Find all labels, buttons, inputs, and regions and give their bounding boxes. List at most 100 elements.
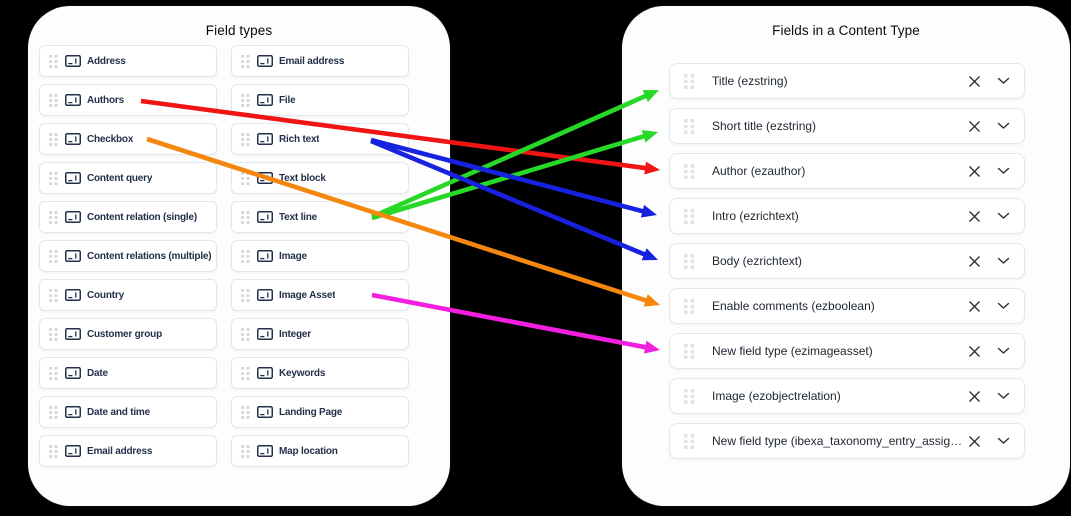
remove-field-icon[interactable] [966,343,983,360]
field-type-card[interactable]: Image [231,240,409,272]
field-row-label: New field type (ibexa_taxonomy_entry_ass… [712,434,966,448]
field-type-label: Rich text [279,133,320,145]
drag-handle-icon[interactable] [49,327,58,341]
drag-handle-icon[interactable] [49,444,58,458]
remove-field-icon[interactable] [966,298,983,315]
chevron-down-icon[interactable] [995,210,1012,222]
remove-field-icon[interactable] [966,433,983,450]
drag-handle-icon[interactable] [241,132,250,146]
field-type-label: Image [279,250,307,262]
drag-handle-icon[interactable] [241,171,250,185]
chevron-down-icon[interactable] [995,255,1012,267]
field-input-icon [257,172,273,184]
drag-handle-icon[interactable] [684,298,695,314]
drag-handle-icon[interactable] [241,288,250,302]
field-input-icon [257,289,273,301]
field-type-card[interactable]: Landing Page [231,396,409,428]
chevron-down-icon[interactable] [995,390,1012,402]
field-type-card[interactable]: Text line [231,201,409,233]
content-type-field-row[interactable]: Title (ezstring) [669,63,1025,99]
field-input-icon [257,406,273,418]
chevron-down-icon[interactable] [995,345,1012,357]
field-type-card[interactable]: Email address [231,45,409,77]
field-type-card[interactable]: Email address [39,435,217,467]
remove-field-icon[interactable] [966,73,983,90]
drag-handle-icon[interactable] [49,249,58,263]
field-type-label: Date and time [87,406,150,418]
remove-field-icon[interactable] [966,118,983,135]
field-input-icon [257,211,273,223]
field-type-card[interactable]: Address [39,45,217,77]
drag-handle-icon[interactable] [684,73,695,89]
field-types-panel: Field types Address [28,6,450,506]
field-row-label: Image (ezobjectrelation) [712,389,841,403]
chevron-down-icon[interactable] [995,435,1012,447]
drag-handle-icon[interactable] [684,163,695,179]
content-type-field-row[interactable]: New field type (ibexa_taxonomy_entry_ass… [669,423,1025,459]
field-type-card[interactable]: Keywords [231,357,409,389]
drag-handle-icon[interactable] [684,118,695,134]
field-type-label: Content query [87,172,153,184]
drag-handle-icon[interactable] [684,343,695,359]
remove-field-icon[interactable] [966,163,983,180]
content-type-field-row[interactable]: Enable comments (ezboolean) [669,288,1025,324]
drag-handle-icon[interactable] [49,288,58,302]
chevron-down-icon[interactable] [995,300,1012,312]
field-input-icon [257,133,273,145]
field-type-label: Address [87,55,126,67]
drag-handle-icon[interactable] [49,405,58,419]
drag-handle-icon[interactable] [49,54,58,68]
field-type-card[interactable]: Date and time [39,396,217,428]
field-type-card[interactable]: Country [39,279,217,311]
field-type-card[interactable]: Map location [231,435,409,467]
content-type-field-row[interactable]: Author (ezauthor) [669,153,1025,189]
field-input-icon [65,328,81,340]
chevron-down-icon[interactable] [995,75,1012,87]
field-type-card[interactable]: File [231,84,409,116]
drag-handle-icon[interactable] [49,366,58,380]
field-type-card[interactable]: Authors [39,84,217,116]
field-input-icon [65,211,81,223]
content-type-field-row[interactable]: New field type (ezimageasset) [669,333,1025,369]
drag-handle-icon[interactable] [49,132,58,146]
field-types-columns: Address Authors [39,45,409,467]
field-type-card[interactable]: Rich text [231,123,409,155]
field-type-card[interactable]: Image Asset [231,279,409,311]
content-type-field-row[interactable]: Short title (ezstring) [669,108,1025,144]
drag-handle-icon[interactable] [241,366,250,380]
field-type-label: Image Asset [279,289,336,301]
content-type-field-row[interactable]: Intro (ezrichtext) [669,198,1025,234]
remove-field-icon[interactable] [966,253,983,270]
field-type-card[interactable]: Text block [231,162,409,194]
chevron-down-icon[interactable] [995,165,1012,177]
field-type-card[interactable]: Customer group [39,318,217,350]
chevron-down-icon[interactable] [995,120,1012,132]
field-type-card[interactable]: Integer [231,318,409,350]
drag-handle-icon[interactable] [684,253,695,269]
field-input-icon [257,55,273,67]
field-row-label: Author (ezauthor) [712,164,806,178]
drag-handle-icon[interactable] [241,444,250,458]
field-type-card[interactable]: Checkbox [39,123,217,155]
drag-handle-icon[interactable] [241,93,250,107]
drag-handle-icon[interactable] [49,210,58,224]
content-type-field-row[interactable]: Body (ezrichtext) [669,243,1025,279]
drag-handle-icon[interactable] [684,388,695,404]
field-type-card[interactable]: Content query [39,162,217,194]
drag-handle-icon[interactable] [241,54,250,68]
drag-handle-icon[interactable] [684,208,695,224]
drag-handle-icon[interactable] [49,93,58,107]
content-type-field-row[interactable]: Image (ezobjectrelation) [669,378,1025,414]
drag-handle-icon[interactable] [241,249,250,263]
field-type-card[interactable]: Content relation (single) [39,201,217,233]
drag-handle-icon[interactable] [241,327,250,341]
field-type-card[interactable]: Content relations (multiple) [39,240,217,272]
drag-handle-icon[interactable] [241,405,250,419]
field-type-card[interactable]: Date [39,357,217,389]
field-type-label: Checkbox [87,133,134,145]
remove-field-icon[interactable] [966,388,983,405]
drag-handle-icon[interactable] [684,433,695,449]
drag-handle-icon[interactable] [49,171,58,185]
remove-field-icon[interactable] [966,208,983,225]
drag-handle-icon[interactable] [241,210,250,224]
